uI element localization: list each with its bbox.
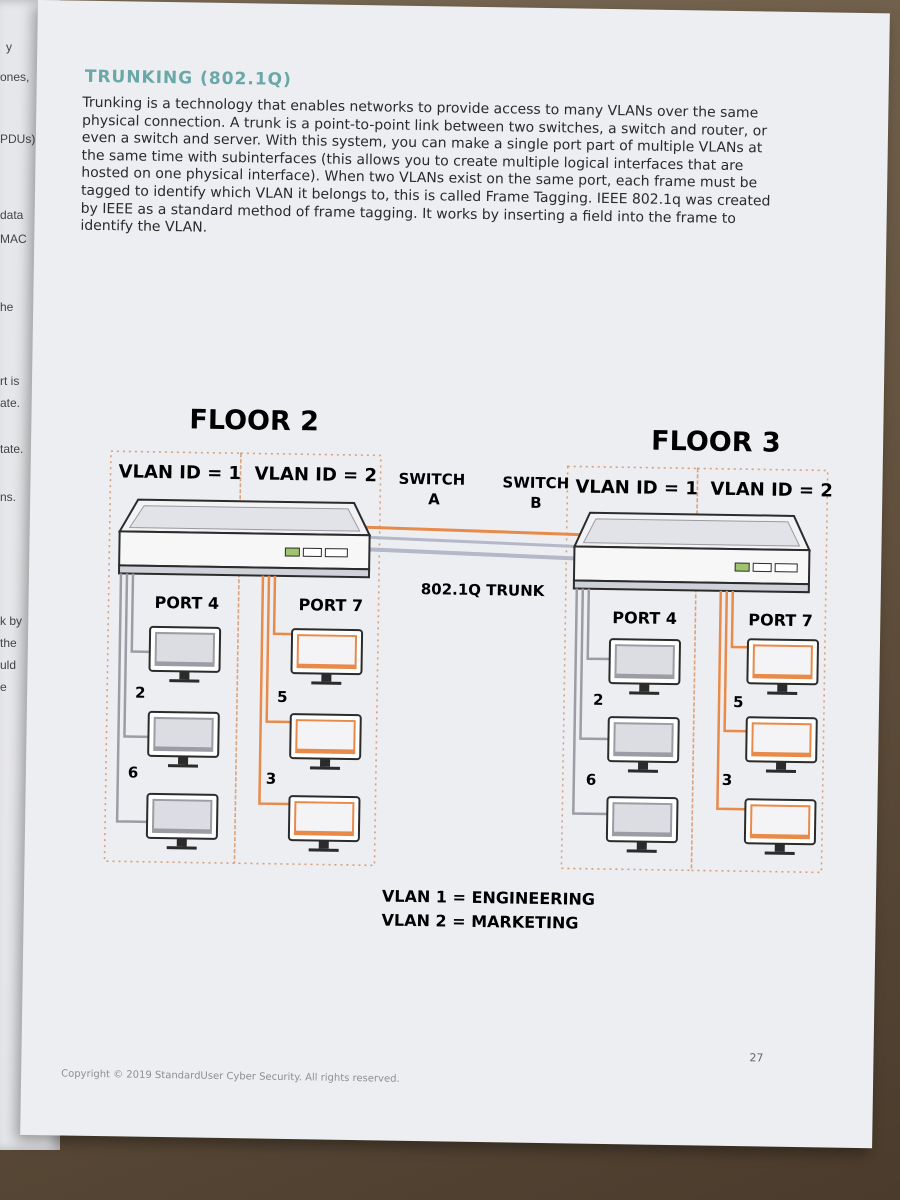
margin-fragment: y (6, 40, 12, 54)
margin-fragment: ns. (0, 490, 16, 504)
margin-fragment: k by (0, 614, 22, 628)
computer-monitor (149, 627, 220, 683)
cable-number: 6 (128, 764, 139, 782)
switch-a-label: SWITCH (398, 470, 465, 489)
legend-vlan2: VLAN 2 = MARKETING (381, 911, 578, 933)
switch-b (574, 512, 810, 592)
cable-number: 6 (586, 771, 597, 789)
computer-monitor (291, 629, 362, 685)
trunk-cable (365, 527, 579, 558)
section-heading: TRUNKING (802.1Q) (85, 67, 292, 90)
legend-vlan1: VLAN 1 = ENGINEERING (382, 887, 595, 909)
cable-number: 3 (722, 771, 733, 789)
margin-fragment: tate. (0, 442, 23, 456)
floor2-vlan1-label: VLAN ID = 1 (118, 461, 241, 484)
floor-3-title: FLOOR 3 (651, 426, 781, 459)
floor3-vlan1-label: VLAN ID = 1 (575, 477, 698, 500)
margin-fragment: uld (0, 658, 16, 672)
floor2-port7-label: PORT 7 (298, 595, 363, 615)
computer-monitor (608, 717, 679, 773)
floor3-port7-label: PORT 7 (748, 610, 813, 630)
switch-b-label: SWITCH (502, 473, 569, 492)
cable-number: 2 (593, 691, 604, 709)
computer-monitor (745, 799, 816, 855)
computer-monitor (147, 794, 218, 850)
margin-fragment: the (0, 636, 17, 650)
switch-a-letter: A (428, 490, 440, 508)
floor2-vlan2-label: VLAN ID = 2 (254, 463, 377, 486)
floor3-port4-label: PORT 4 (612, 608, 677, 628)
computer-monitor (607, 797, 678, 853)
margin-fragment: e (0, 680, 7, 694)
computer-monitor (148, 712, 219, 768)
book-page: TRUNKING (802.1Q) Trunking is a technolo… (20, 0, 890, 1148)
floor-2-title: FLOOR 2 (189, 404, 319, 437)
margin-fragment: he (0, 300, 13, 314)
computer-monitor (746, 717, 817, 773)
floor3-vlan2-label: VLAN ID = 2 (710, 479, 833, 502)
cable-number: 5 (733, 693, 744, 711)
computer-monitor (289, 796, 360, 852)
cable-number: 5 (277, 688, 288, 706)
margin-fragment: PDUs) (0, 132, 35, 146)
cable-number: 2 (135, 684, 146, 702)
computer-monitor (609, 639, 680, 695)
body-paragraph: Trunking is a technology that enables ne… (80, 95, 782, 247)
trunk-label: 802.1Q TRUNK (421, 580, 546, 600)
switch-a (119, 499, 370, 577)
copyright-footer: Copyright © 2019 StandardUser Cyber Secu… (61, 1068, 400, 1084)
computer-monitor (747, 639, 818, 695)
margin-fragment: data (0, 208, 23, 222)
page-number: 27 (749, 1051, 763, 1064)
margin-fragment: ones, (0, 70, 29, 84)
cable-number: 3 (266, 770, 277, 788)
computer-monitor (290, 714, 361, 770)
margin-fragment: MAC (0, 232, 27, 246)
floor2-port4-label: PORT 4 (154, 593, 219, 613)
switch-b-letter: B (530, 494, 542, 512)
vlan-trunk-diagram: FLOOR 2 FLOOR 3 VLAN ID = 1 VLAN ID = 2 … (63, 381, 872, 953)
margin-fragment: ate. (0, 396, 20, 410)
margin-fragment: rt is (0, 374, 19, 388)
